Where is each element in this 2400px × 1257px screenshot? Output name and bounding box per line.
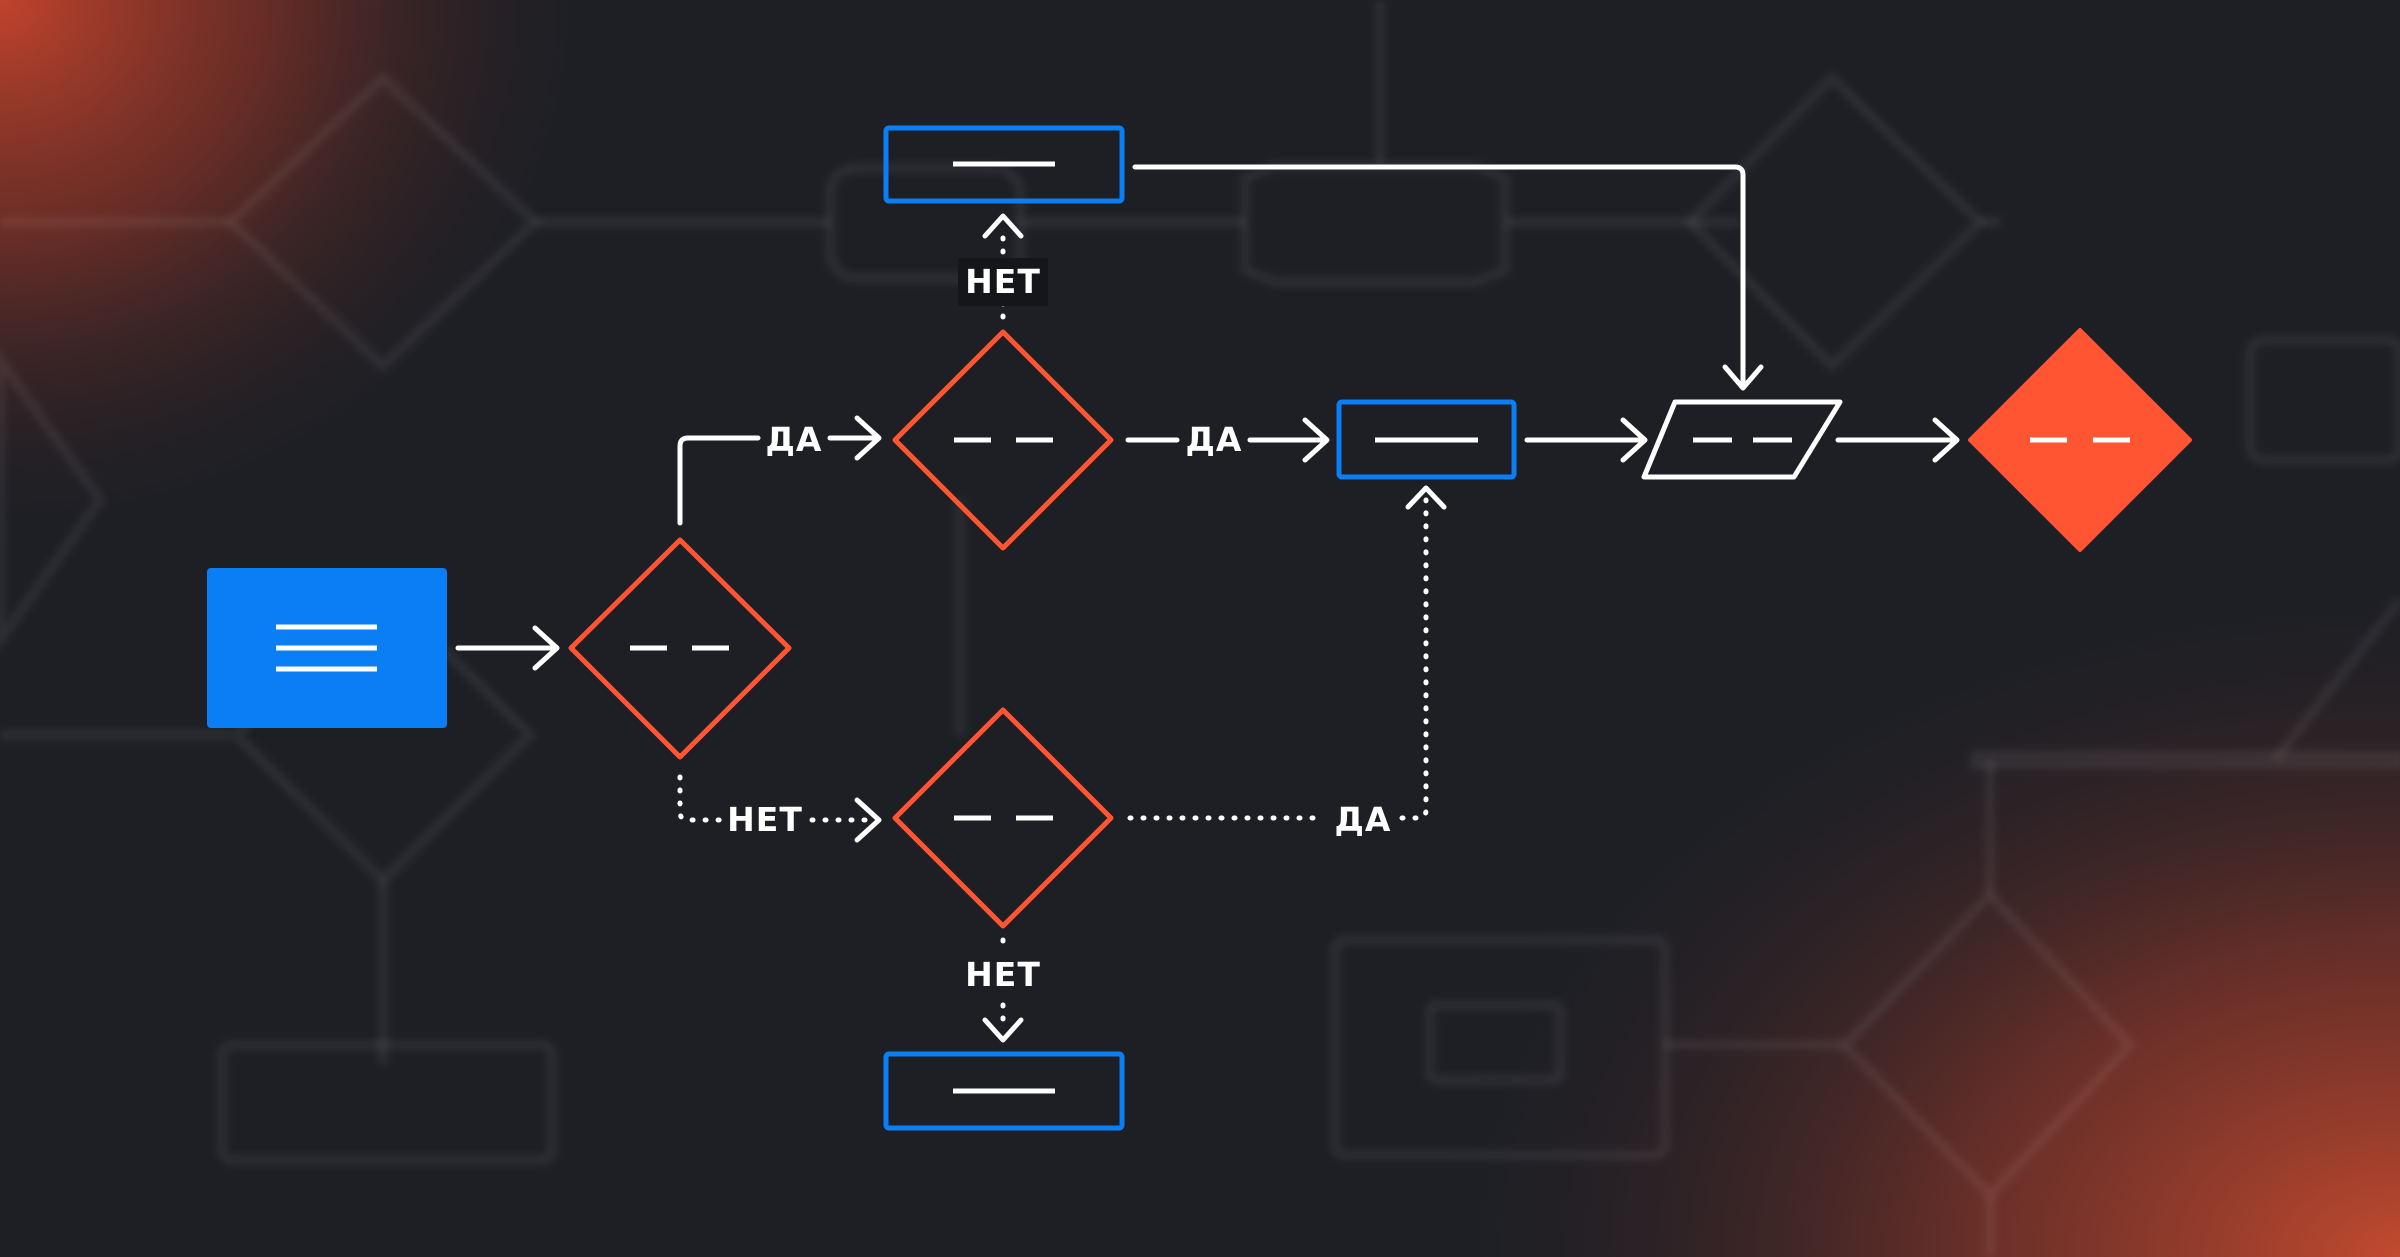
connector-top-to-data xyxy=(1132,164,1746,388)
arrowhead-right-icon xyxy=(854,797,882,843)
arrowhead-up-icon xyxy=(982,213,1024,239)
arrowhead-up-icon xyxy=(1405,485,1447,510)
data-block xyxy=(1641,399,1843,480)
arrowhead-right-icon xyxy=(1620,417,1648,463)
label-lower-no: НЕТ xyxy=(727,800,803,839)
process-middle xyxy=(1336,399,1517,480)
label-top-no: НЕТ xyxy=(965,262,1041,301)
label-bottom-no: НЕТ xyxy=(965,955,1041,994)
connector-decision-yes xyxy=(677,435,761,526)
arrowhead-right-icon xyxy=(1932,417,1960,463)
decision-lower xyxy=(892,707,1114,929)
decision-main xyxy=(568,537,792,760)
label-upper-yes-1: ДА xyxy=(766,420,823,459)
end-block xyxy=(1968,328,2192,552)
process-bottom xyxy=(883,1051,1125,1131)
arrowhead-right-icon xyxy=(1302,417,1330,463)
arrowhead-right-icon xyxy=(532,625,560,671)
connector-decision-no xyxy=(677,774,723,823)
start-block xyxy=(207,568,447,728)
process-top xyxy=(883,125,1125,204)
arrowhead-right-icon xyxy=(854,415,882,461)
menu-lines-icon xyxy=(276,624,377,672)
arrowhead-down-icon xyxy=(982,1017,1024,1043)
arrowhead-down-icon xyxy=(1722,364,1764,391)
label-upper-yes-2: ДА xyxy=(1186,420,1243,459)
label-lower-yes: ДА xyxy=(1335,800,1392,839)
connectors xyxy=(455,164,1960,671)
decision-upper xyxy=(892,329,1114,551)
label-backdrop xyxy=(958,258,1048,306)
